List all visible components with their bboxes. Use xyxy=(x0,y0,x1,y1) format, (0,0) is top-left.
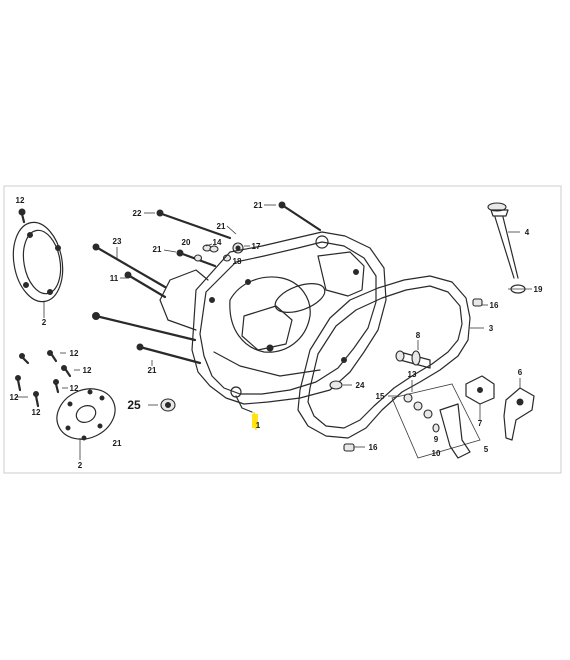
rotor-disk-part xyxy=(56,388,116,460)
label-16-bottom: 16 xyxy=(369,443,378,452)
label-10: 10 xyxy=(432,449,441,458)
label-16-top: 16 xyxy=(490,301,499,310)
label-8: 8 xyxy=(416,331,421,340)
lever-part-6 xyxy=(503,378,535,441)
label-17: 17 xyxy=(252,242,261,251)
label-22: 22 xyxy=(133,209,142,218)
label-13: 13 xyxy=(408,370,417,379)
label-12-b: 12 xyxy=(83,366,92,375)
highlight-marker xyxy=(252,414,258,428)
label-12-top: 12 xyxy=(16,196,25,205)
label-1: 1 xyxy=(256,421,261,430)
shaft-part-8 xyxy=(395,350,431,369)
label-20: 20 xyxy=(182,238,191,247)
callout-labels: 12 22 21 4 21 23 20 14 21 17 18 11 19 2 … xyxy=(10,196,543,470)
plug-part-16-top xyxy=(472,298,483,307)
gasket-ring-part xyxy=(12,221,64,303)
seal-part-24 xyxy=(329,380,343,390)
label-15: 15 xyxy=(376,392,385,401)
long-bolts xyxy=(92,201,322,365)
label-12-e: 12 xyxy=(32,408,41,417)
stopper-part-7 xyxy=(465,375,495,420)
plug-part-16-bottom xyxy=(343,443,355,452)
label-21-upper: 21 xyxy=(217,222,226,231)
label-21-top: 21 xyxy=(254,201,263,210)
shift-arm-assembly xyxy=(391,383,481,459)
nut-part-25 xyxy=(148,398,176,412)
label-12-c: 12 xyxy=(70,384,79,393)
label-4: 4 xyxy=(525,228,530,237)
label-7: 7 xyxy=(478,419,483,428)
small-bolts-lower-left xyxy=(15,350,72,408)
label-21-mid: 21 xyxy=(153,245,162,254)
leader-lines xyxy=(16,204,532,398)
label-9: 9 xyxy=(434,435,439,444)
label-19: 19 xyxy=(534,285,543,294)
label-14: 14 xyxy=(213,238,222,247)
label-5: 5 xyxy=(484,445,489,454)
label-3: 3 xyxy=(489,324,494,333)
label-12-d: 12 xyxy=(10,393,19,402)
label-6: 6 xyxy=(518,368,523,377)
label-12-a: 12 xyxy=(70,349,79,358)
label-21-lower: 21 xyxy=(148,366,157,375)
label-11: 11 xyxy=(110,274,119,283)
label-23: 23 xyxy=(113,237,122,246)
label-18: 18 xyxy=(233,257,242,266)
label-21-bottom: 21 xyxy=(113,439,122,448)
label-2-bottom: 2 xyxy=(78,461,83,470)
label-2-top: 2 xyxy=(42,318,47,327)
bolt-part-12 xyxy=(18,208,26,224)
dipstick-part xyxy=(487,202,526,294)
diagram-frame xyxy=(3,185,562,474)
label-25: 25 xyxy=(127,398,141,412)
cover-gasket-part xyxy=(297,275,471,439)
label-24: 24 xyxy=(356,381,365,390)
crankcase-cover-part xyxy=(159,231,387,413)
